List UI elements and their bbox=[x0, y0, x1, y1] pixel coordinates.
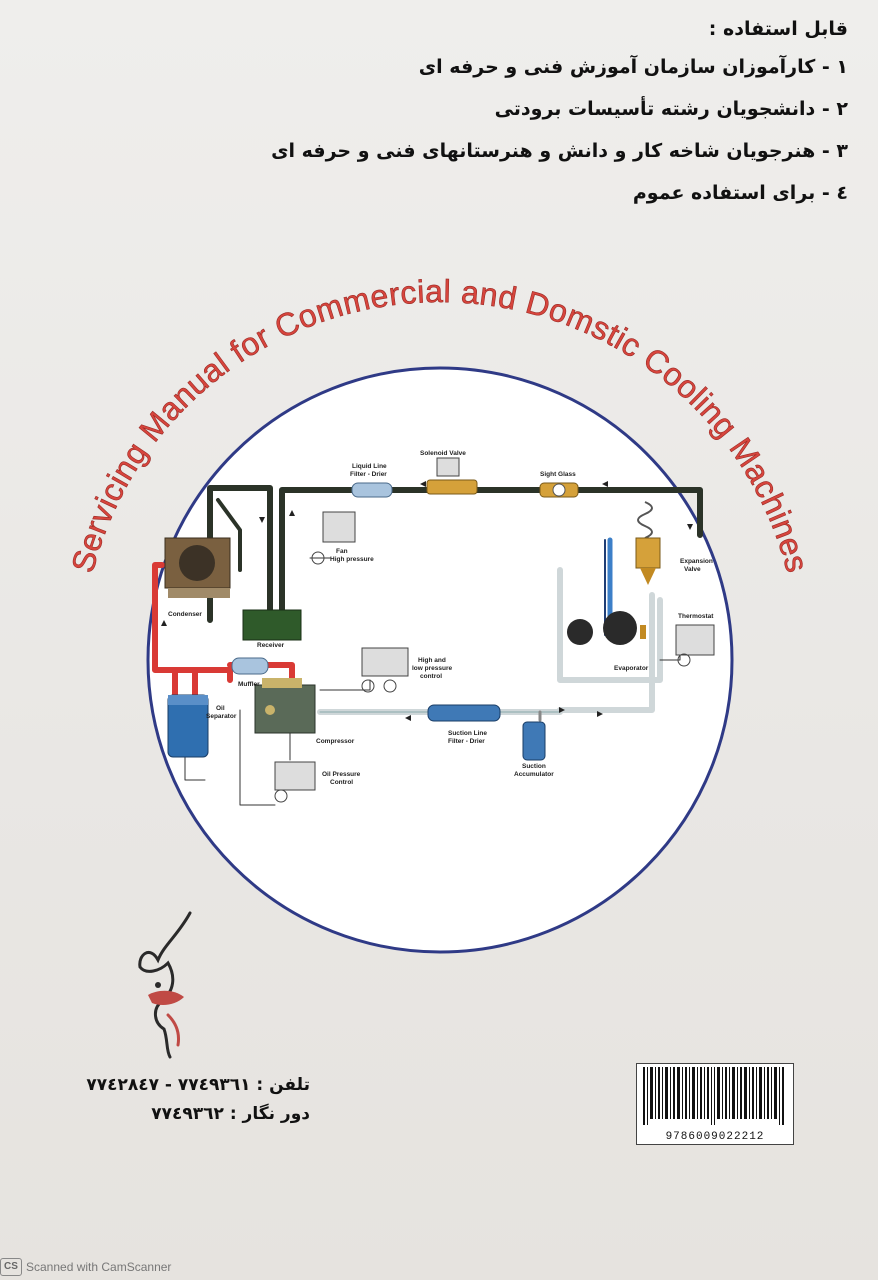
component-oil-separator bbox=[167, 694, 209, 758]
wire-oil-control bbox=[239, 709, 276, 806]
cooling-diagram-circle: Servicing Manual for Commercial and Doms… bbox=[0, 240, 878, 960]
pipe-evap-return bbox=[557, 567, 663, 683]
label-suction: Suction bbox=[522, 763, 546, 770]
label-high-pressure: High pressure bbox=[330, 556, 374, 563]
component-hl-pressure-control bbox=[361, 647, 409, 693]
component-oil-pressure-control bbox=[274, 761, 316, 803]
label-separator: Separator bbox=[206, 713, 237, 720]
phone-numbers: تلفن : ٧٧٤٩٣٦١ - ٧٧٤٢٨٤٧ bbox=[86, 1075, 310, 1095]
label-fan: Fan bbox=[336, 548, 348, 555]
barcode-bars-icon bbox=[643, 1067, 784, 1125]
label-liquid-line: Liquid Line bbox=[352, 463, 387, 470]
label-muffler: Muffler bbox=[238, 681, 260, 688]
component-receiver bbox=[242, 609, 302, 641]
watermark-text: Scanned with CamScanner bbox=[26, 1260, 172, 1274]
label-condenser: Condenser bbox=[168, 611, 202, 618]
isbn-number: 9786009022212 bbox=[665, 1131, 765, 1143]
component-thermostat bbox=[675, 624, 715, 667]
usage-item-2: ٢ - دانشجویان رشته تأسیسات برودتی bbox=[494, 98, 848, 120]
label-receiver: Receiver bbox=[257, 642, 285, 649]
isbn-barcode: 9786009022212 bbox=[636, 1063, 794, 1145]
pipe-condenser-inner bbox=[216, 498, 242, 572]
wire-hl-control bbox=[319, 679, 371, 691]
label-oil-pressure: Oil Pressure bbox=[322, 771, 361, 778]
component-compressor bbox=[254, 678, 316, 734]
component-suction-filter bbox=[427, 704, 501, 722]
label-liquid-line-filter: Filter - Drier bbox=[350, 471, 387, 478]
label-sight-glass: Sight Glass bbox=[540, 471, 576, 478]
pipe-liquid-line bbox=[279, 487, 703, 613]
usage-list: قابل استفاده : ١ - کارآموزان سازمان آموز… bbox=[248, 18, 848, 224]
component-muffler bbox=[231, 657, 269, 675]
contact-info: تلفن : ٧٧٤٩٣٦١ - ٧٧٤٢٨٤٧ دور نگار : ٧٧٤٩… bbox=[60, 1075, 310, 1133]
usage-item-1: ١ - کارآموزان سازمان آموزش فنی و حرفه ای bbox=[418, 56, 848, 78]
usage-heading: قابل استفاده : bbox=[708, 18, 848, 40]
component-fan-control bbox=[311, 511, 356, 565]
circle-svg: Servicing Manual for Commercial and Doms… bbox=[64, 273, 815, 954]
label-expansion-valve: Valve bbox=[684, 566, 701, 573]
camscanner-logo-icon: CS bbox=[0, 1258, 22, 1276]
component-sight-glass bbox=[539, 482, 579, 498]
label-oil-pressure-control: Control bbox=[330, 779, 353, 786]
label-compressor: Compressor bbox=[316, 738, 355, 745]
flow-arrows bbox=[161, 481, 693, 721]
component-evaporator bbox=[567, 611, 646, 645]
component-suction-accumulator bbox=[522, 721, 546, 761]
label-low-pressure: low pressure bbox=[412, 665, 452, 672]
component-solenoid-valve bbox=[426, 457, 478, 495]
label-oil: Oil bbox=[216, 705, 225, 712]
usage-item-4: ٤ - برای استفاده عموم bbox=[632, 182, 848, 204]
label-high-and: High and bbox=[418, 657, 446, 664]
component-expansion-valve bbox=[635, 501, 661, 585]
label-suction-line: Suction Line bbox=[448, 730, 487, 737]
pipe-hot-gas bbox=[152, 562, 233, 683]
label-solenoid-valve: Solenoid Valve bbox=[420, 450, 466, 457]
label-evaporator: Evaporator bbox=[614, 665, 649, 672]
label-control: control bbox=[420, 673, 442, 680]
label-accumulator: Accumulator bbox=[514, 771, 554, 778]
scanner-watermark: CS Scanned with CamScanner bbox=[0, 1258, 171, 1276]
fax-number: دور نگار : ٧٧٤٩٣٦٢ bbox=[151, 1104, 310, 1124]
label-expansion: Expansion bbox=[680, 558, 713, 565]
usage-item-3: ٣ - هنرجویان شاخه کار و دانش و هنرستانها… bbox=[271, 140, 848, 162]
label-suction-filter: Filter - Drier bbox=[448, 738, 485, 745]
component-condenser bbox=[164, 537, 231, 598]
component-liquid-filter bbox=[351, 482, 393, 498]
publisher-logo bbox=[128, 905, 208, 1069]
calligraphy-logo-icon bbox=[138, 911, 192, 1059]
label-thermostat: Thermostat bbox=[678, 613, 714, 620]
